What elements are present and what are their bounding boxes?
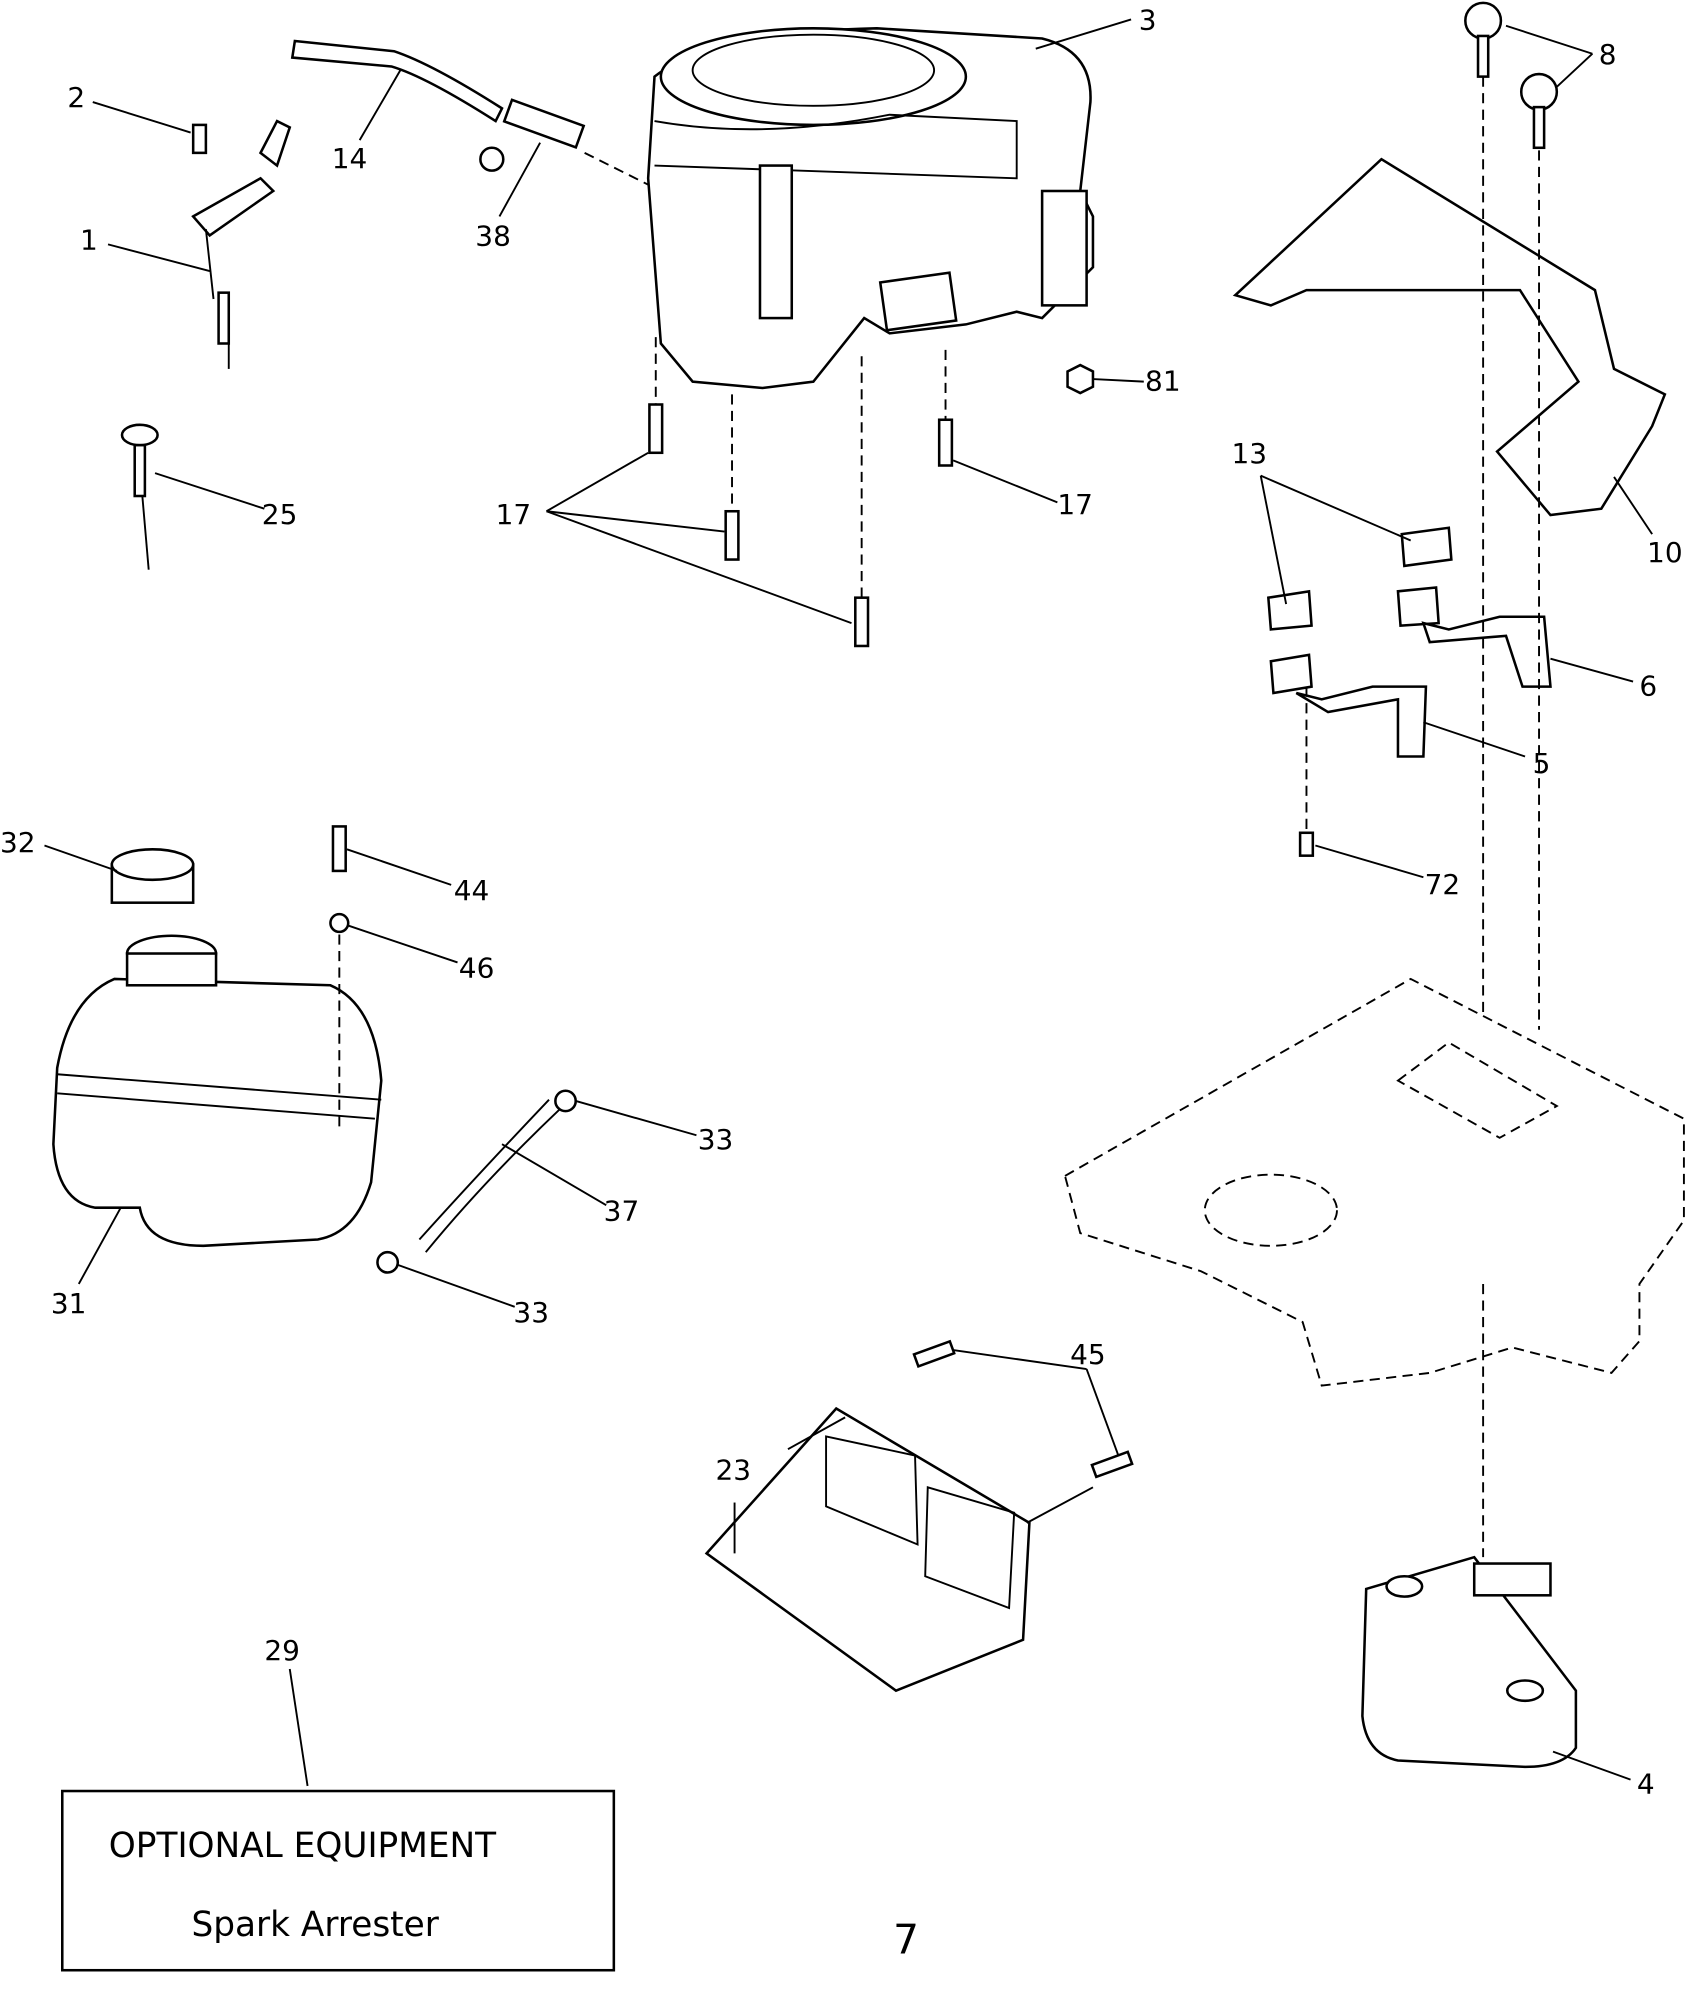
- choke-knob-part-25: [120, 423, 159, 570]
- callout-72: 72: [1425, 868, 1461, 901]
- fuel-valve-part-38: [479, 98, 649, 186]
- callout-32: 32: [0, 826, 36, 859]
- knob-part-8: [1464, 1, 1559, 150]
- optional-equipment-box: OPTIONAL EQUIPMENT Spark Arrester: [61, 1789, 616, 1972]
- callout-5: 5: [1533, 747, 1551, 780]
- bolt-part-45: [912, 1339, 1134, 1479]
- optional-equipment-title: OPTIONAL EQUIPMENT: [109, 1826, 497, 1866]
- muffler-part-4: [1361, 1555, 1578, 1769]
- callout-25: 25: [262, 498, 298, 531]
- exhaust-pipes-parts-5-6-13: [1266, 526, 1552, 758]
- page-number: 7: [893, 1916, 919, 1964]
- heat-shield-part-23: [704, 1406, 1031, 1693]
- callout-13: 13: [1231, 437, 1267, 470]
- callout-8: 8: [1599, 38, 1617, 71]
- engine-part-3: [646, 27, 1095, 390]
- callout-33: 33: [698, 1123, 734, 1156]
- fuel-line-part-37: [418, 1099, 560, 1253]
- fuel-cap-part-32: [110, 848, 195, 904]
- callout-45: 45: [1070, 1338, 1106, 1371]
- callout-29: 29: [264, 1634, 300, 1667]
- callout-81: 81: [1145, 365, 1181, 398]
- callout-46: 46: [459, 952, 495, 985]
- callout-2: 2: [67, 81, 85, 114]
- leader-lines: [44, 18, 1653, 1787]
- fuel-tank-part-31: [52, 934, 383, 1248]
- callout-31: 31: [51, 1287, 87, 1320]
- clamp-part-33: [554, 1089, 577, 1113]
- callout-23: 23: [716, 1454, 752, 1487]
- callout-37: 37: [604, 1194, 640, 1227]
- bolt-part-72: [1298, 831, 1315, 857]
- screw-part-44: [331, 825, 347, 873]
- engine-mount-bolts: [648, 337, 954, 648]
- nut-part-81: [1066, 363, 1095, 395]
- callout-17: 17: [1057, 488, 1093, 521]
- washer-part-46: [329, 912, 350, 934]
- callout-1: 1: [80, 223, 98, 256]
- callout-6: 6: [1639, 670, 1657, 703]
- callout-3: 3: [1139, 4, 1157, 37]
- deflector-part-10: [1232, 157, 1667, 517]
- callout-17: 17: [496, 498, 532, 531]
- callout-14: 14: [332, 142, 368, 175]
- callout-10: 10: [1647, 536, 1683, 569]
- throttle-control-part-1: [191, 119, 292, 369]
- callout-44: 44: [454, 874, 490, 907]
- callout-4: 4: [1637, 1768, 1655, 1801]
- callout-38: 38: [475, 220, 511, 253]
- frame-outline: [1063, 977, 1685, 1387]
- fuel-hose-part-14: [290, 39, 504, 123]
- clamp-part-33: [376, 1250, 400, 1274]
- callout-33: 33: [513, 1296, 549, 1329]
- spark-arrester-label: Spark Arrester: [191, 1905, 439, 1945]
